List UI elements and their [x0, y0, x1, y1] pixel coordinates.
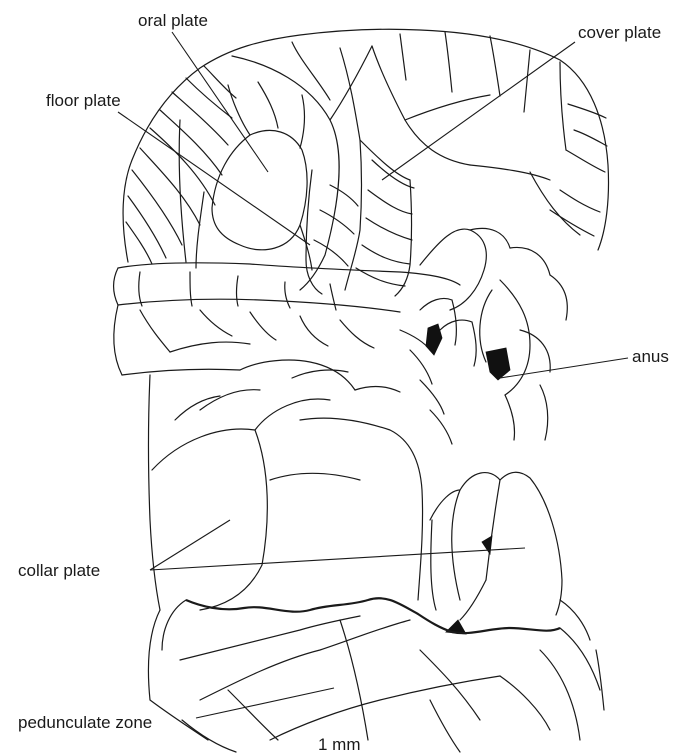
theca — [123, 29, 608, 296]
label-cover-plate: cover plate — [578, 23, 661, 42]
label-pedunculate-zone: pedunculate zone — [18, 713, 152, 732]
collar-plate-left — [152, 429, 267, 610]
anus-mark-upper — [426, 324, 442, 355]
middle-band — [114, 228, 568, 444]
collar-plate-right — [452, 473, 500, 600]
label-oral-plate: oral plate — [138, 11, 208, 30]
oral-plate — [212, 130, 307, 249]
collar-mark-upper — [482, 536, 492, 554]
label-collar-plate: collar plate — [18, 561, 100, 580]
anus-mark — [486, 348, 510, 380]
leader-lines — [118, 32, 628, 718]
collar-margin — [186, 598, 560, 633]
leader-collar-plate-2 — [150, 548, 525, 570]
lower-body — [149, 360, 563, 634]
labels: oral plate cover plate floor plate anus … — [18, 11, 669, 754]
leader-anus — [500, 358, 628, 378]
scale-label: 1 mm — [318, 735, 361, 754]
label-anus: anus — [632, 347, 669, 366]
cover-plate-column — [340, 48, 362, 290]
oral-region-outline — [232, 56, 339, 290]
leader-cover-plate — [382, 42, 575, 180]
label-floor-plate: floor plate — [46, 91, 121, 110]
pedunculate-zone — [148, 600, 604, 752]
leader-oral-plate — [172, 32, 268, 172]
leader-pedunculate-zone — [196, 688, 334, 718]
leader-collar-plate-1 — [150, 520, 230, 570]
